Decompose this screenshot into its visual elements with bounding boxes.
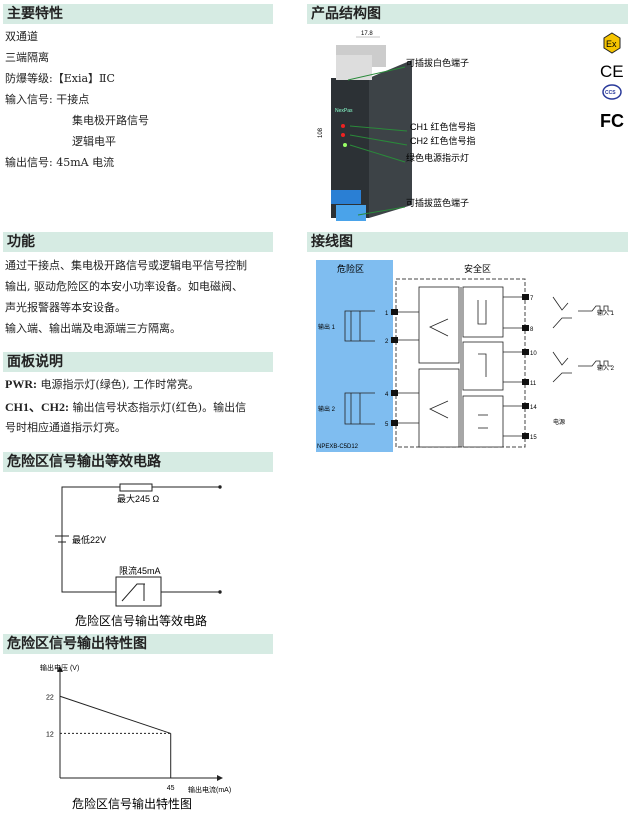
callout-ch2: CH2 红色信号指 bbox=[410, 135, 476, 146]
function-line: 输入端、输出端及电源端三方隔离。 bbox=[5, 322, 181, 335]
function-line: 输出, 驱动危险区的本安小功率设备。如电磁阀、 bbox=[5, 280, 243, 293]
model-label: NPEXB-C5D12 bbox=[317, 444, 359, 450]
chart-caption: 危险区信号输出特性图 bbox=[72, 796, 192, 811]
pwr-line: PWR: 电源指示灯(绿色), 工作时常亮。 bbox=[5, 376, 199, 392]
characteristic-heading: 危险区信号输出特性图 bbox=[3, 634, 273, 654]
y-axis-label: 输出电压 (V) bbox=[40, 663, 79, 672]
dimension-width: 17.8 bbox=[361, 31, 373, 37]
hazard-zone bbox=[316, 260, 393, 452]
callout-power-led: 绿色电源指示灯 bbox=[406, 152, 469, 163]
x-axis-label: 输出电流(mA) bbox=[188, 785, 231, 794]
product-image: 17.8 108 NexPas bbox=[318, 31, 412, 221]
ch1-led bbox=[341, 124, 345, 128]
terminal-15: 15 bbox=[530, 435, 537, 441]
feature-line: 输入信号: 干接点 bbox=[5, 93, 90, 106]
feature-line: 输出信号: 45mA 电流 bbox=[5, 156, 115, 169]
terminal-5: 5 bbox=[385, 422, 389, 428]
resistor-symbol bbox=[119, 483, 153, 492]
terminal-10: 10 bbox=[530, 351, 537, 357]
output-2-label: 输出 2 bbox=[318, 405, 336, 413]
y-tick-label: 12 bbox=[46, 731, 54, 738]
circuit-heading: 危险区信号输出等效电路 bbox=[3, 452, 273, 472]
features-heading: 主要特性 bbox=[3, 4, 273, 24]
y-axis-arrow bbox=[57, 666, 63, 672]
ce-logo: CE bbox=[600, 62, 624, 81]
wiring-heading: 接线图 bbox=[307, 232, 628, 252]
terminal-11: 11 bbox=[530, 381, 537, 387]
terminal-4: 4 bbox=[385, 392, 389, 398]
hazard-zone-label: 危险区 bbox=[337, 263, 364, 274]
feature-line: 三端隔离 bbox=[5, 51, 49, 64]
equivalent-circuit bbox=[55, 483, 222, 607]
brand-logo: NexPas bbox=[335, 108, 353, 114]
feature-line: 集电极开路信号 bbox=[72, 114, 149, 127]
function-heading: 功能 bbox=[3, 232, 273, 252]
pwr-label: PWR: bbox=[5, 377, 37, 391]
safe-zone-label: 安全区 bbox=[464, 263, 491, 274]
input-2-label: 输入 2 bbox=[597, 364, 615, 372]
power-transformer-block bbox=[462, 395, 504, 448]
output-1-label: 输出 1 bbox=[318, 323, 336, 331]
terminal-8: 8 bbox=[530, 327, 534, 333]
pwr-text: 电源指示灯(绿色), 工作时常亮。 bbox=[40, 378, 200, 391]
function-line: 通过干接点、集电极开路信号或逻辑电平信号控制 bbox=[5, 259, 247, 272]
feature-line: 防爆等级:【Exia】ⅡC bbox=[5, 72, 115, 85]
amplifier-block-1 bbox=[418, 286, 460, 364]
characteristic-chart: 22 12 45 bbox=[46, 666, 223, 792]
ex-logo: Ex bbox=[603, 32, 621, 54]
input-1-label: 输入 1 bbox=[597, 309, 615, 317]
circuit-caption: 危险区信号输出等效电路 bbox=[75, 613, 207, 628]
isolation-block-2 bbox=[462, 341, 504, 391]
battery-label: 最低22V bbox=[72, 534, 106, 545]
wiring-diagram bbox=[316, 260, 612, 452]
ch-label: CH1、CH2: bbox=[5, 400, 69, 414]
callout-ch1: CH1 红色信号指 bbox=[410, 121, 476, 132]
svg-text:CCS: CCS bbox=[605, 90, 616, 96]
panel-heading: 面板说明 bbox=[3, 352, 273, 372]
feature-line: 逻辑电平 bbox=[72, 135, 116, 148]
terminal-2: 2 bbox=[385, 339, 389, 345]
y-tick-label: 22 bbox=[46, 694, 54, 701]
terminal-7: 7 bbox=[530, 296, 534, 302]
ch-line: CH1、CH2: 输出信号状态指示灯(红色)。输出信 bbox=[5, 398, 246, 415]
power-label: 电源 bbox=[553, 418, 565, 426]
fc-logo: FC bbox=[600, 111, 624, 131]
isolation-block-1 bbox=[462, 286, 504, 338]
x-axis-arrow bbox=[217, 775, 223, 781]
terminal-1: 1 bbox=[385, 311, 389, 317]
svg-text:Ex: Ex bbox=[606, 39, 617, 49]
callout-white-terminal: 可插拔白色端子 bbox=[406, 57, 469, 68]
series-line bbox=[59, 695, 171, 734]
ccs-logo: CCS bbox=[602, 84, 622, 100]
current-limiter-symbol bbox=[115, 576, 162, 607]
ch2-led bbox=[341, 133, 345, 137]
x-tick-label: 45 bbox=[167, 785, 175, 792]
terminal-14: 14 bbox=[530, 405, 537, 411]
resistor-label: 最大245 Ω bbox=[117, 493, 160, 504]
amplifier-block-2 bbox=[418, 368, 460, 448]
dimension-height: 108 bbox=[318, 127, 324, 138]
ch-line-2: 号时相应通道指示灯亮。 bbox=[5, 421, 126, 434]
ch-text: 输出信号状态指示灯(红色)。输出信 bbox=[72, 401, 247, 414]
pwr-led bbox=[343, 143, 347, 147]
callout-blue-terminal: 可插拔蓝色端子 bbox=[406, 197, 469, 208]
limiter-label: 限流45mA bbox=[119, 565, 161, 576]
function-line: 声光报警器等本安设备。 bbox=[5, 301, 126, 314]
feature-line: 双通道 bbox=[5, 30, 38, 43]
structure-heading: 产品结构图 bbox=[307, 4, 628, 24]
